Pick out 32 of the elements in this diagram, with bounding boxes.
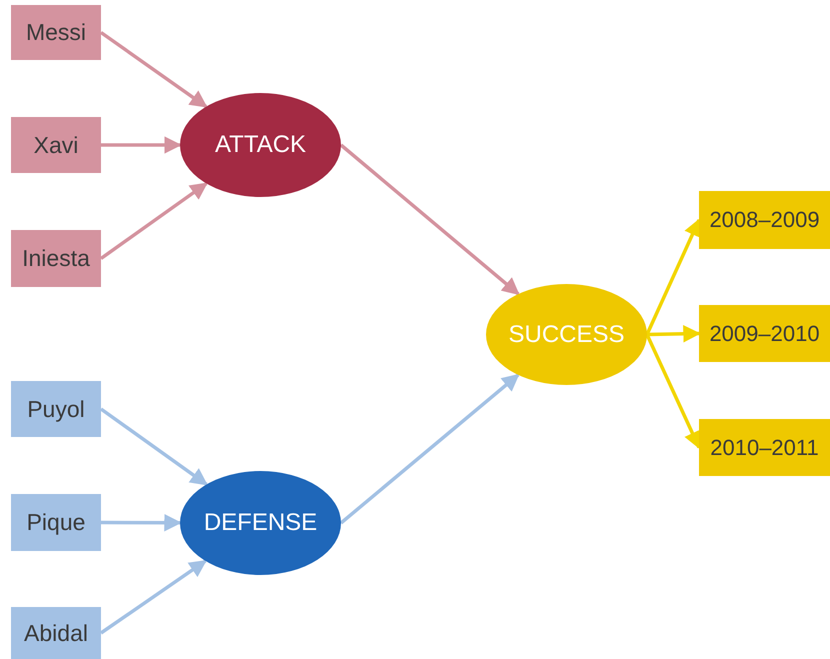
box-node — [699, 305, 830, 362]
box-node — [11, 607, 101, 659]
box-node — [11, 494, 101, 551]
box-node — [11, 230, 101, 287]
box-node — [699, 419, 830, 476]
node-label: Puyol — [27, 396, 85, 422]
box-node — [11, 5, 101, 60]
node-label: SUCCESS — [508, 320, 625, 348]
node-label: DEFENSE — [204, 509, 318, 537]
box-node — [11, 381, 101, 437]
box-node — [11, 117, 101, 173]
node-label: ATTACK — [214, 131, 306, 159]
node-label: Iniesta — [22, 245, 90, 272]
node-label: Xavi — [34, 132, 78, 158]
arrow — [100, 31, 208, 108]
node-label: Messi — [26, 19, 86, 46]
arrow — [645, 218, 701, 336]
arrow — [100, 560, 207, 634]
node-label: 2008–2009 — [709, 207, 820, 233]
node-label: Abidal — [24, 620, 88, 646]
node-label: Pique — [26, 509, 86, 536]
arrow — [340, 374, 520, 524]
node-label: 2010–2011 — [710, 434, 819, 460]
arrow — [101, 514, 182, 532]
arrow — [100, 182, 208, 260]
arrow — [340, 144, 520, 296]
box-node — [699, 191, 830, 249]
arrow — [645, 334, 701, 450]
node-label: 2009–2010 — [709, 320, 820, 346]
arrow — [100, 408, 208, 486]
arrow — [101, 136, 182, 154]
arrow — [646, 325, 701, 343]
